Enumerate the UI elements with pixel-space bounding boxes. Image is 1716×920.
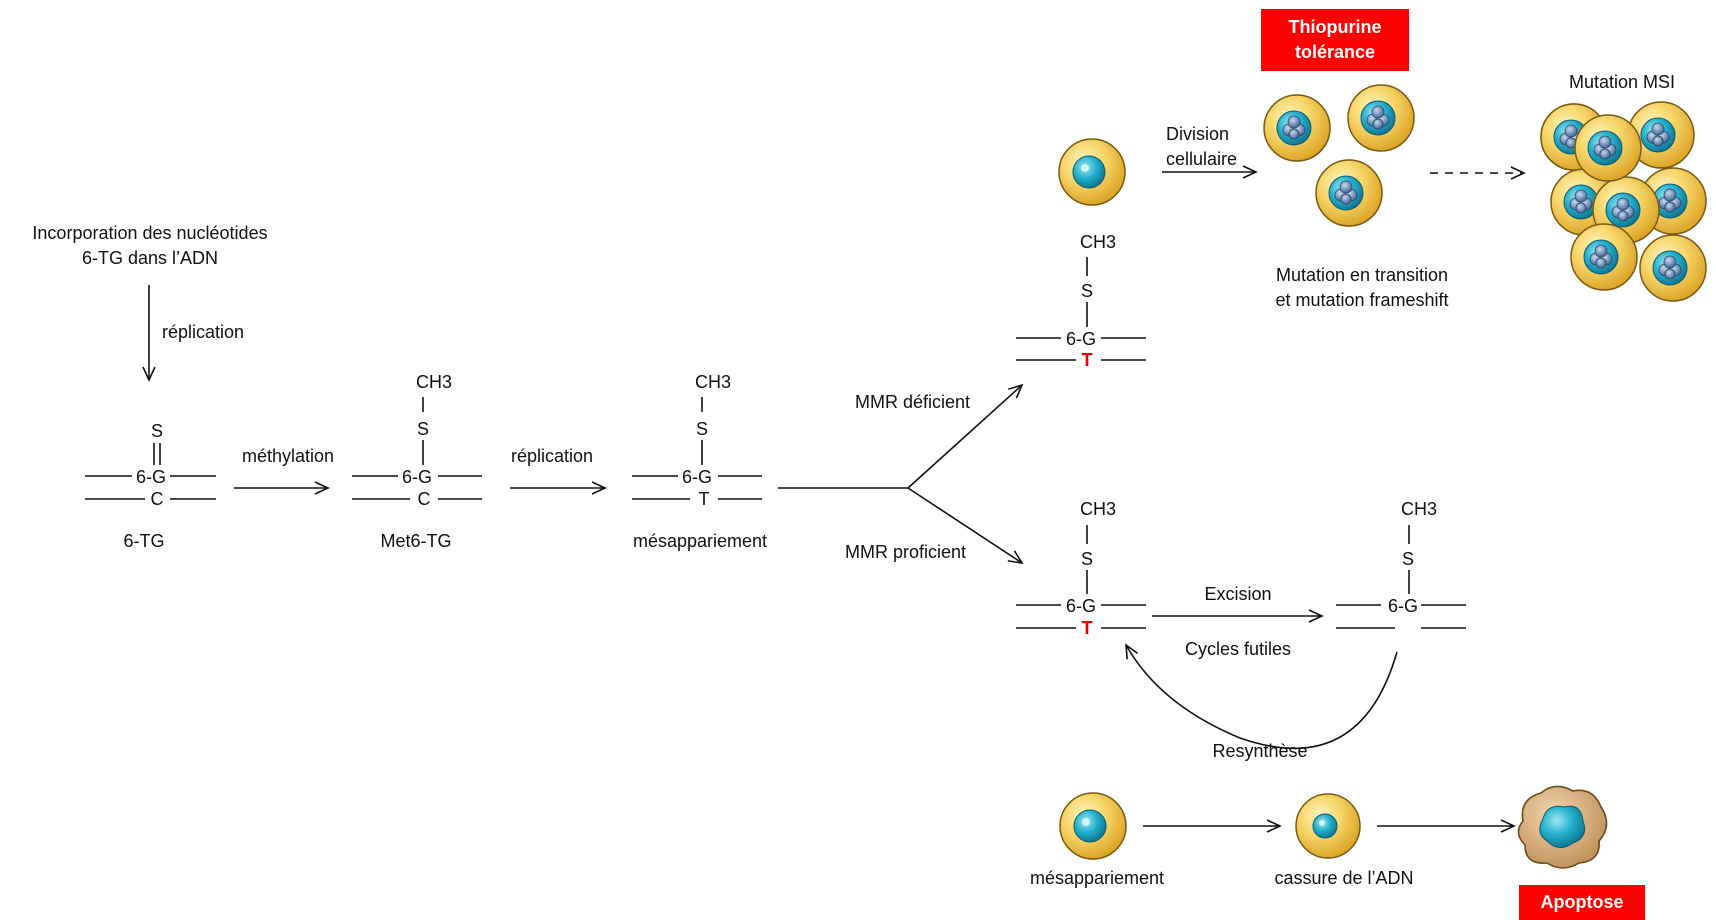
atom-6g-proficient: 6-G <box>1065 596 1097 616</box>
label-cycles-futiles: Cycles futiles <box>1184 639 1292 659</box>
label-mutation-transition-text: Mutation en transition et mutation frame… <box>1275 265 1449 310</box>
label-cassure-adn: cassure de l’ADN <box>1274 868 1414 888</box>
atom-c-met6tg: C <box>417 489 431 509</box>
atom-ch3-proficient: CH3 <box>1079 499 1117 519</box>
label-bottom-mesappariement: mésappariement <box>1029 868 1165 888</box>
structure-mismatch-lines <box>632 397 762 500</box>
structure-proficient-lines <box>1016 525 1146 629</box>
cell-mismatch-bottom <box>1059 792 1127 860</box>
atom-t-mismatch: T <box>698 489 710 509</box>
atom-6g-excised: 6-G <box>1387 596 1419 616</box>
atom-6g-mismatch: 6-G <box>681 467 713 487</box>
atom-s-6tg: S <box>150 421 164 441</box>
atom-6g-met6tg: 6-G <box>401 467 433 487</box>
atom-s-proficient: S <box>1080 549 1094 569</box>
atom-s-deficient: S <box>1080 281 1094 301</box>
structure-excised-lines <box>1336 525 1466 629</box>
branch-arrows <box>778 383 1024 565</box>
cell-tolerance-2 <box>1347 84 1415 152</box>
atom-6g-deficient: 6-G <box>1065 329 1097 349</box>
outcome-thiopurine-tolerance-text: Thiopurine tolérance <box>1288 17 1382 62</box>
arrow-resynthesis <box>1125 643 1398 750</box>
label-replication-2: réplication <box>510 446 594 466</box>
cell-apoptotic <box>1517 785 1608 869</box>
label-6tg: 6-TG <box>123 531 165 551</box>
atom-t-deficient: T <box>1081 350 1093 370</box>
label-mesappariement: mésappariement <box>632 531 768 551</box>
atom-s-excised: S <box>1401 549 1415 569</box>
cell-dna-breakage <box>1295 793 1361 859</box>
atom-6g-6tg: 6-G <box>135 467 167 487</box>
outcome-thiopurine-tolerance: Thiopurine tolérance <box>1261 9 1409 71</box>
atom-c-6tg: C <box>150 489 164 509</box>
label-mutation-msi: Mutation MSI <box>1568 72 1676 92</box>
cell-normal-top <box>1058 138 1126 206</box>
cell-tolerance-3 <box>1315 159 1383 227</box>
atom-ch3-deficient: CH3 <box>1079 232 1117 252</box>
label-replication-1: réplication <box>162 322 245 342</box>
atom-s-met6tg: S <box>416 419 430 439</box>
cell-tolerance-1 <box>1263 94 1331 162</box>
structure-6tg-lines <box>85 443 216 500</box>
structure-deficient-lines <box>1016 257 1146 361</box>
label-methylation: méthylation <box>241 446 335 466</box>
label-resynthese: Resynthèse <box>1212 741 1308 761</box>
outcome-apoptose: Apoptose <box>1519 885 1645 920</box>
atom-ch3-excised: CH3 <box>1400 499 1438 519</box>
atom-t-proficient: T <box>1081 618 1093 638</box>
label-division-text: Division cellulaire <box>1166 124 1238 169</box>
structure-met6tg-lines <box>352 397 482 500</box>
label-mmr-proficient: MMR proficient <box>845 542 967 562</box>
label-incorporation: Incorporation des nucléotides 6-TG dans … <box>32 221 267 271</box>
label-excision: Excision <box>1204 584 1272 604</box>
label-division: Division cellulaire <box>1166 122 1237 172</box>
label-incorporation-text: Incorporation des nucléotides 6-TG dans … <box>32 223 268 268</box>
label-met6tg: Met6-TG <box>380 531 452 551</box>
cell-cluster-msi <box>1540 101 1707 302</box>
atom-s-mismatch: S <box>695 419 709 439</box>
atom-ch3-met6tg: CH3 <box>415 372 453 392</box>
label-mutation-transition: Mutation en transition et mutation frame… <box>1275 263 1448 313</box>
atom-ch3-mismatch: CH3 <box>694 372 732 392</box>
label-mmr-deficient: MMR déficient <box>855 392 971 412</box>
